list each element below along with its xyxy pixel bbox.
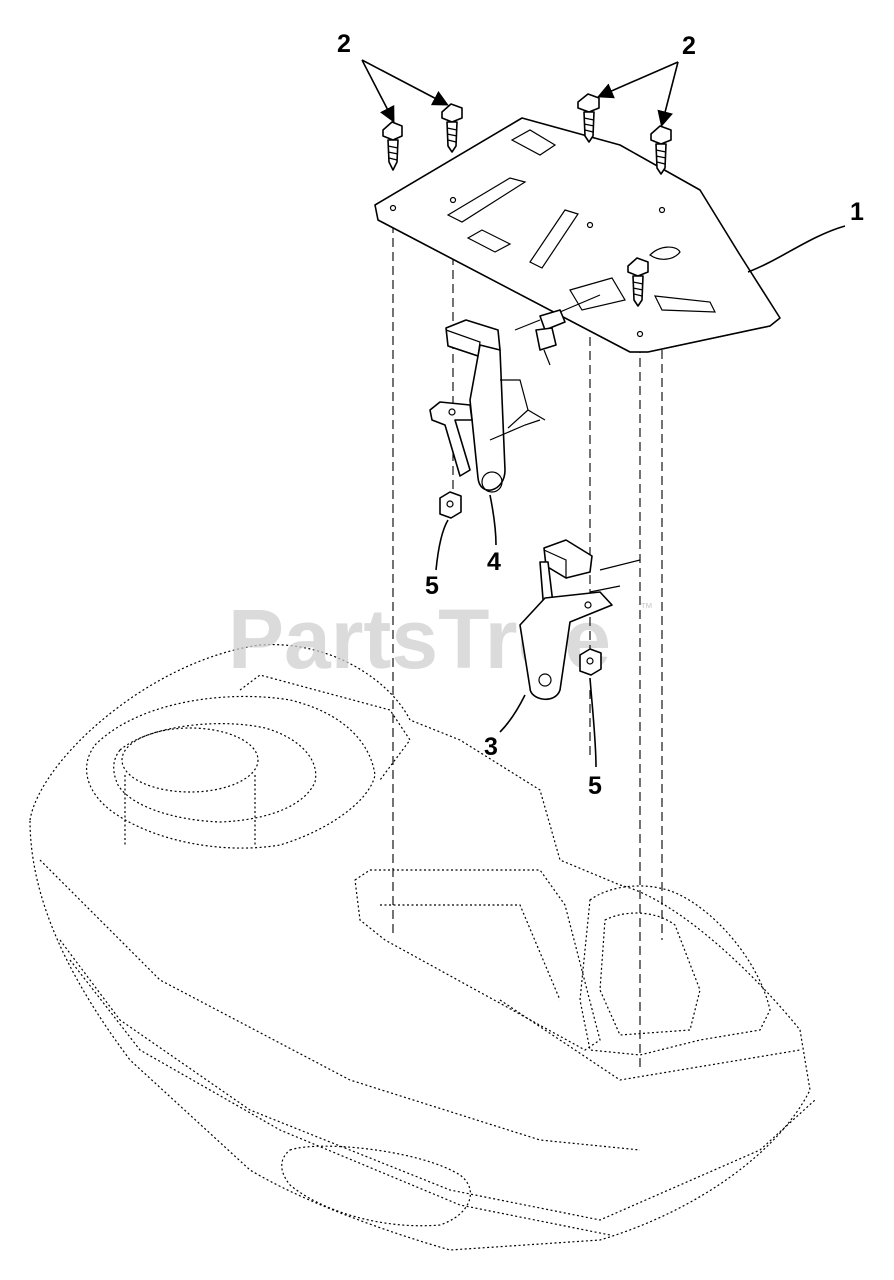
- screw-right-inner: [577, 93, 600, 143]
- screw-right-outer: [650, 125, 672, 175]
- part-3-bracket: [519, 539, 641, 700]
- screw-front: [627, 257, 649, 307]
- leader-lines: [361, 59, 846, 768]
- callout-labels: 2 2 1 4 5 3 5: [337, 30, 864, 800]
- callout-part-3: 3: [484, 733, 498, 761]
- part-1-mounting-plate: [374, 117, 781, 353]
- nut-left: [439, 491, 462, 519]
- fender-body-outline: [29, 644, 816, 1251]
- callout-part-2-left: 2: [337, 30, 351, 58]
- callout-part-2-right: 2: [682, 32, 696, 60]
- part-4-lever-assembly: [429, 294, 601, 493]
- nut-right: [579, 648, 602, 676]
- screw-left-outer: [382, 121, 403, 171]
- screw-left-inner: [441, 103, 463, 153]
- callout-part-1: 1: [850, 198, 864, 226]
- callout-part-4: 4: [487, 548, 501, 576]
- callout-part-5-right: 5: [588, 772, 602, 800]
- part-2-screws: [382, 93, 672, 307]
- part-5-nuts: [439, 491, 602, 676]
- watermark-trademark: ™: [640, 600, 653, 615]
- callout-part-5-left: 5: [425, 572, 439, 600]
